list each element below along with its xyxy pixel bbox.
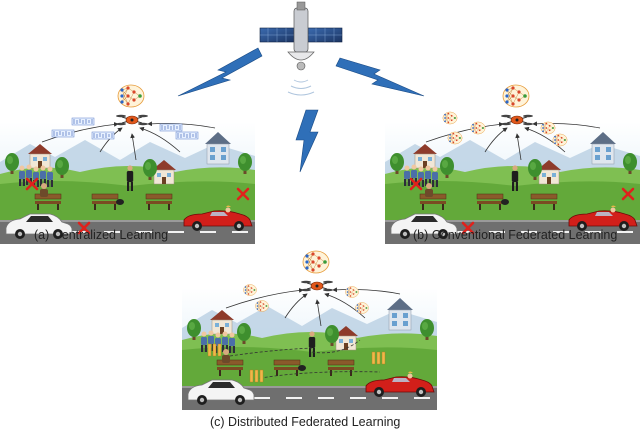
neural-network-icon xyxy=(117,84,145,108)
drone-icon xyxy=(300,280,334,292)
scene-distributed-federated-learning xyxy=(182,250,437,410)
drone-icon xyxy=(115,114,149,126)
scene-centralized-learning xyxy=(0,84,255,244)
lightning-icon xyxy=(177,47,425,173)
drone-icon xyxy=(500,114,534,126)
caption-conventional-federated-learning: (b) Conventional Federated Learning xyxy=(413,228,618,242)
caption-distributed-federated-learning: (c) Distributed Federated Learning xyxy=(210,415,401,429)
caption-centralized-learning: (a) Centralized Learning xyxy=(34,228,169,242)
satellite-icon xyxy=(259,1,343,96)
data-strip-icon xyxy=(207,343,386,383)
scene-conventional-federated-learning xyxy=(385,84,640,244)
